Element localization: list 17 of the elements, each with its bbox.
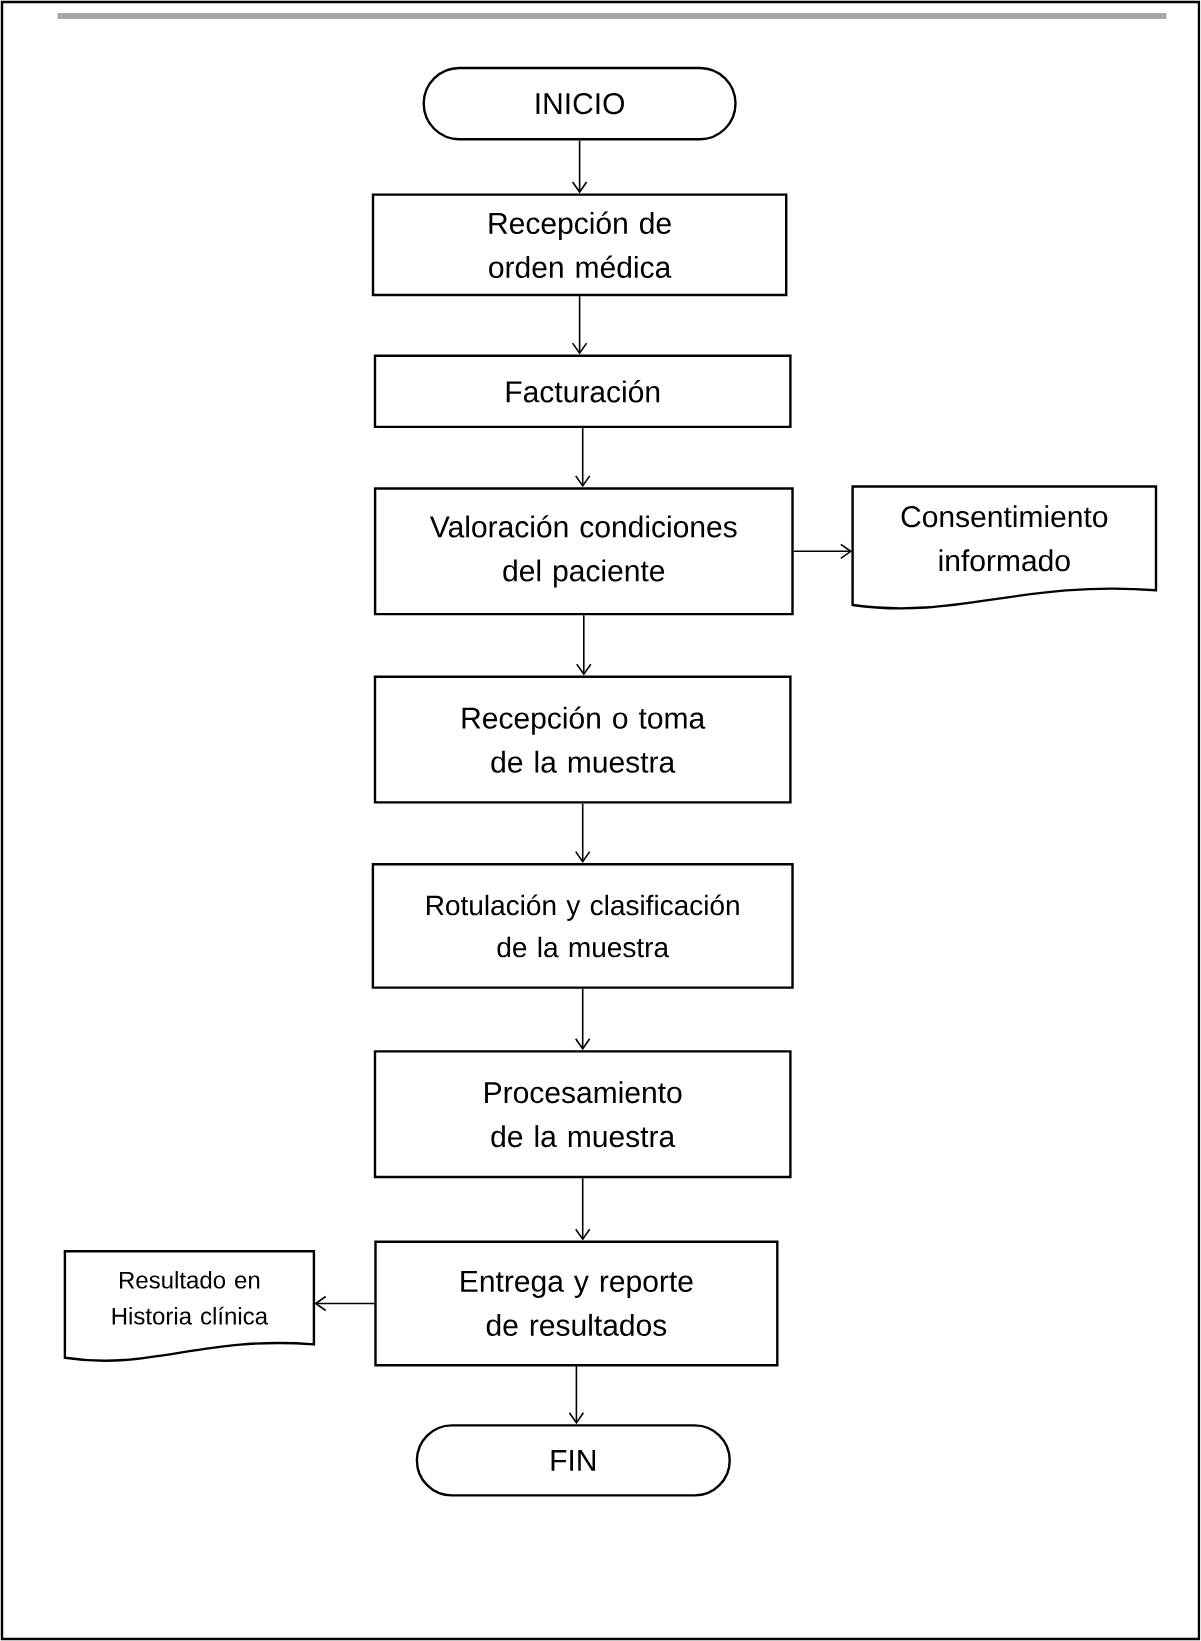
process-box: Recepción de orden médica	[371, 193, 788, 297]
arrow	[574, 988, 591, 1051]
arrow	[574, 427, 591, 488]
process-box: Recepción o toma de la muestra	[373, 675, 792, 804]
process-box: Facturación	[373, 354, 792, 429]
arrow	[568, 1365, 585, 1425]
process-box: Procesamiento de la muestra	[373, 1050, 792, 1179]
arrow	[574, 802, 591, 863]
arrow	[571, 295, 588, 355]
arrow	[576, 614, 592, 676]
process-box: Entrega y reporte de resultados	[374, 1240, 779, 1367]
arrow	[314, 1295, 376, 1312]
arrow	[792, 543, 853, 560]
arrow	[574, 1177, 591, 1241]
process-box: Valoración condiciones del paciente	[373, 487, 794, 616]
process-box: Rotulación y clasificación de la muestra	[371, 863, 794, 989]
arrow	[571, 139, 588, 194]
